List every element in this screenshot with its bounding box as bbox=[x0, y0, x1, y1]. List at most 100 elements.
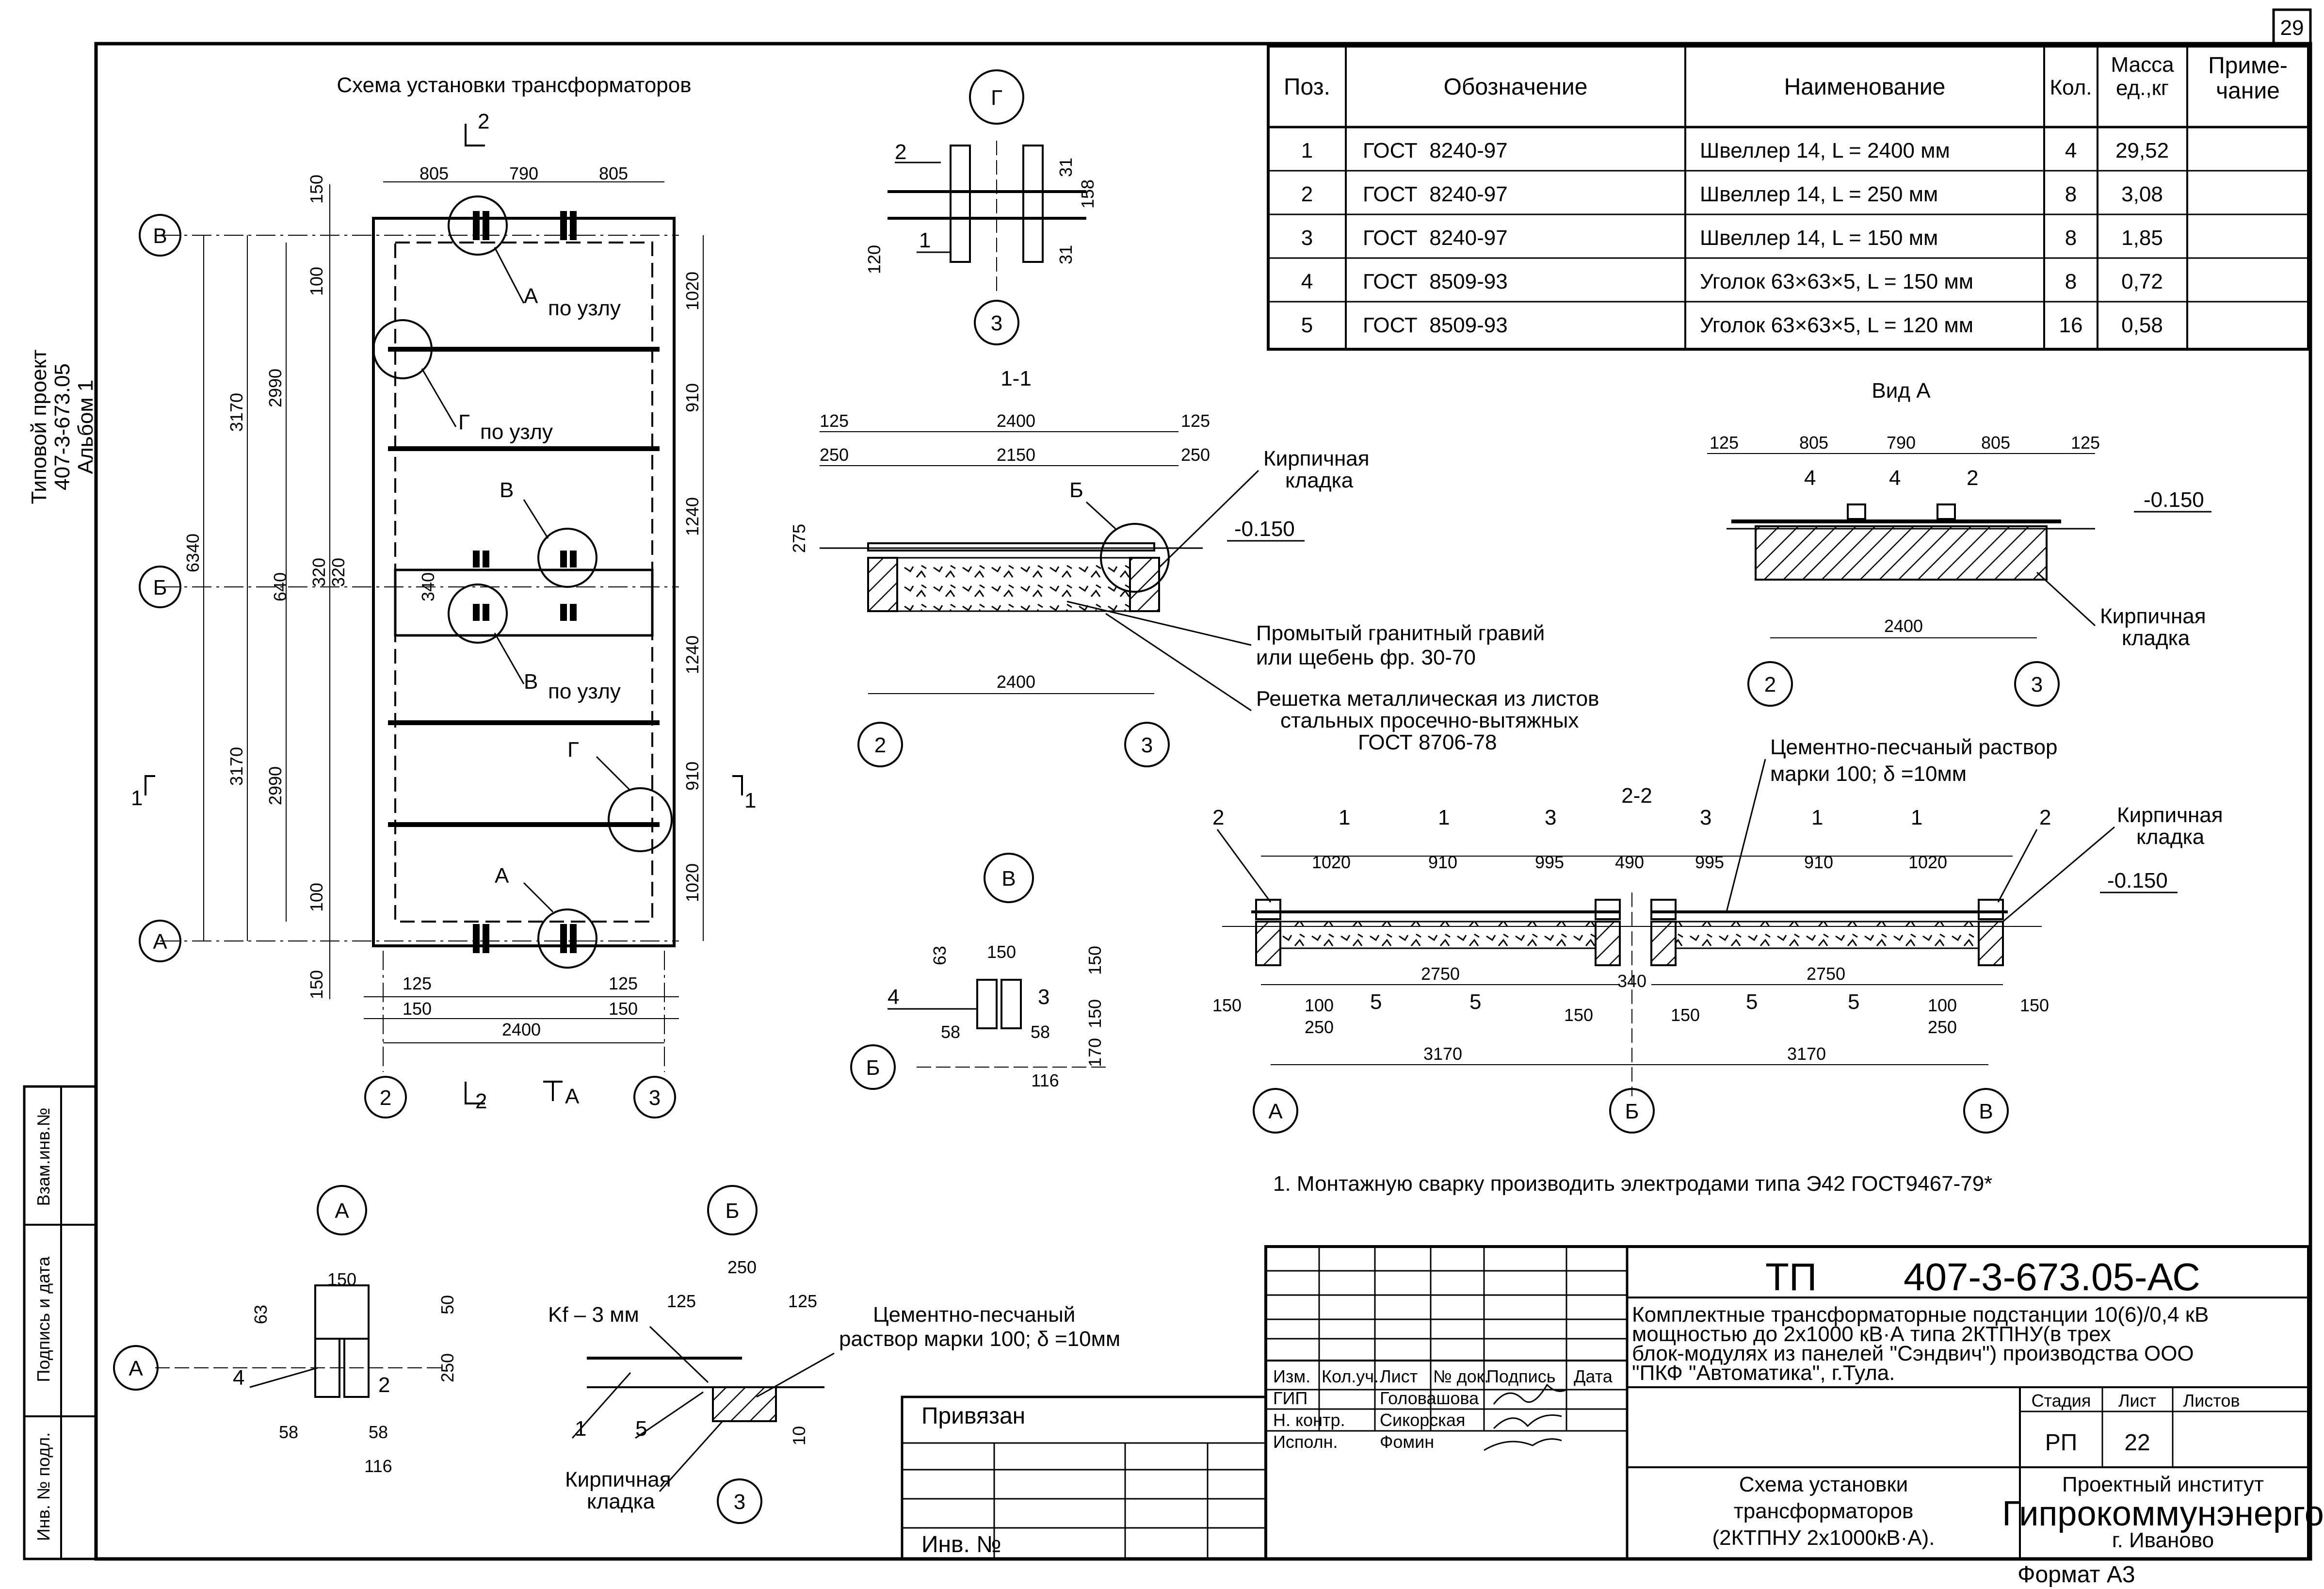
tb-stage-hdr: Стадия bbox=[2032, 1391, 2091, 1411]
spec-header-designation: Обозначение bbox=[1444, 74, 1588, 100]
tb-title-1: Схема установки bbox=[1739, 1473, 1908, 1496]
view-a-axis-3: 3 bbox=[2031, 673, 2043, 697]
spec-r5-pos: 5 bbox=[1301, 313, 1313, 337]
section-2-2: 2-2 Цементно-песчаный раствор марки 100;… bbox=[1212, 735, 2223, 1134]
plan-callout-v1: В bbox=[500, 478, 514, 502]
plan-dim-top-3: 805 bbox=[599, 163, 628, 183]
plan-callout-g1: Г bbox=[458, 410, 470, 434]
s22-top-pos-8: 2 bbox=[2039, 806, 2051, 829]
view-a-dim-790: 790 bbox=[1887, 433, 1916, 453]
view-a-pos-4-b: 4 bbox=[1889, 466, 1901, 490]
spec-header-note-wrap: Приме- чание bbox=[2208, 53, 2288, 104]
side-stamp-line-1: Типовой проект bbox=[27, 349, 51, 504]
s22-top-dim-2: 910 bbox=[1428, 852, 1457, 872]
plan-callout-v2: В bbox=[524, 670, 538, 694]
node-g-pos-1: 1 bbox=[919, 228, 931, 252]
tb-org-2: Гипрокоммунэнерго bbox=[2002, 1494, 2324, 1533]
plan-section-mark-2-top: 2 bbox=[478, 110, 489, 133]
plan-callout-v2-note: по узлу bbox=[548, 680, 621, 703]
tb-col-list: Лист bbox=[1380, 1366, 1418, 1386]
spec-header-mass: Масса ед.,кг bbox=[2111, 53, 2174, 100]
sheet-number: 29 bbox=[2280, 16, 2304, 40]
s11-dim-275: 275 bbox=[789, 524, 809, 553]
s22-top-dim-7: 1020 bbox=[1908, 852, 1947, 872]
s22-mortar-1: Цементно-песчаный раствор bbox=[1770, 735, 2057, 759]
strip-podpis: Подпись и дата bbox=[33, 1256, 53, 1382]
plan-dim-b-150-r: 150 bbox=[609, 999, 638, 1019]
spec-row-4: 4 ГОСТ 8509-93 Уголок 63×63×5, L = 150 м… bbox=[1301, 270, 2163, 293]
node-v-dim-58-l: 58 bbox=[941, 1022, 960, 1042]
tb-role-nkontr: Н. контр. bbox=[1273, 1410, 1345, 1430]
tb-desc-3: блок-модулях из панелей "Сэндвич") произ… bbox=[1632, 1342, 2194, 1365]
node-v-dim-150-r2: 150 bbox=[1085, 999, 1105, 1028]
s11-brick-2: кладка bbox=[1285, 469, 1354, 492]
spec-r1-mass: 29,52 bbox=[2115, 139, 2169, 162]
s22-top-pos-2: 1 bbox=[1339, 806, 1350, 829]
node-b-dim-10: 10 bbox=[789, 1426, 809, 1445]
node-a-pos-4: 4 bbox=[233, 1366, 244, 1390]
plan-axis-a: А bbox=[153, 930, 167, 954]
node-v-axis: Б bbox=[866, 1056, 880, 1080]
node-b-dim-250: 250 bbox=[727, 1257, 757, 1277]
s22-top-dim-4: 490 bbox=[1615, 852, 1644, 872]
spec-header-qty: Кол. bbox=[2050, 76, 2092, 99]
s22-bot-dim-150-l: 150 bbox=[1212, 995, 1242, 1015]
tb-col-sign: Подпись bbox=[1486, 1366, 1555, 1386]
spec-r4-mass: 0,72 bbox=[2121, 270, 2163, 293]
view-a-title: Вид А bbox=[1872, 379, 1931, 403]
plan-dim-r-910-top: 910 bbox=[682, 383, 702, 412]
s22-top-pos-1: 2 bbox=[1212, 806, 1224, 829]
view-a-dim-805-l: 805 bbox=[1799, 433, 1828, 453]
plan-dim-b-2400: 2400 bbox=[502, 1020, 541, 1039]
plan-dim-150-top: 150 bbox=[307, 175, 326, 204]
view-a-brick-1: Кирпичная bbox=[2100, 604, 2206, 628]
node-g-dim-31-a: 31 bbox=[1056, 158, 1076, 177]
s22-top-pos-3: 1 bbox=[1438, 806, 1450, 829]
tb-col-date: Дата bbox=[1574, 1366, 1613, 1386]
node-v: В 63 150 150 150 170 58 58 116 4 3 Б bbox=[850, 853, 1111, 1090]
s11-dim-2150: 2150 bbox=[997, 445, 1035, 465]
spec-r3-mass: 1,85 bbox=[2121, 226, 2163, 250]
spec-r4-pos: 4 bbox=[1301, 270, 1313, 293]
spec-r2-name: Швеллер 14, L = 250 мм bbox=[1700, 182, 1938, 206]
plan-dim-3170-top: 3170 bbox=[226, 393, 246, 432]
spec-r2-designation: ГОСТ 8240-97 bbox=[1363, 182, 1508, 206]
s22-axis-a: А bbox=[1268, 1100, 1283, 1123]
node-a-dim-50: 50 bbox=[437, 1295, 457, 1314]
s22-bot-pos-4: 5 bbox=[1848, 990, 1859, 1014]
tb-org-1: Проектный институт bbox=[2062, 1473, 2264, 1496]
plan-callout-a1-note: по узлу bbox=[548, 296, 621, 320]
node-v-pos-3: 3 bbox=[1038, 985, 1049, 1009]
spec-r3-qty: 8 bbox=[2065, 226, 2077, 250]
side-stamp-line-2: 407-3-673.05 bbox=[50, 363, 74, 490]
tb-col-doc: № док. bbox=[1433, 1366, 1489, 1386]
tb-name-1: Головашова bbox=[1380, 1388, 1479, 1408]
node-g-dim-31-b: 31 bbox=[1056, 245, 1076, 264]
plan-dim-2990-bottom: 2990 bbox=[265, 766, 285, 805]
s22-top-pos-5: 3 bbox=[1700, 806, 1711, 829]
s22-top-dim-3: 995 bbox=[1535, 852, 1564, 872]
s22-top-dim-6: 910 bbox=[1804, 852, 1833, 872]
s11-level: -0.150 bbox=[1234, 517, 1295, 541]
node-a-dim-58-l: 58 bbox=[279, 1422, 298, 1442]
tb-desc-1: Комплектные трансформаторные подстанции … bbox=[1632, 1303, 2209, 1327]
s11-grate-1: Решетка металлическая из листов bbox=[1256, 687, 1599, 711]
tb-sheets-hdr: Листов bbox=[2183, 1391, 2240, 1411]
node-a-pos-2: 2 bbox=[378, 1373, 390, 1397]
node-a-label: А bbox=[335, 1199, 349, 1223]
tb-title-3: (2КТПНУ 2х1000кВ·А). bbox=[1712, 1526, 1935, 1550]
tb-stage: РП bbox=[2045, 1430, 2078, 1456]
s11-dim-250-l: 250 bbox=[820, 445, 849, 465]
tb-format: Формат А3 bbox=[2017, 1562, 2135, 1588]
s22-axis-b: Б bbox=[1625, 1100, 1639, 1123]
signature-3 bbox=[1484, 1438, 1562, 1451]
node-a-dim-63: 63 bbox=[251, 1305, 271, 1324]
node-v-dim-150-r1: 150 bbox=[1085, 946, 1105, 975]
node-g-axis: 3 bbox=[991, 311, 1002, 335]
tb-name-3: Фомин bbox=[1380, 1432, 1434, 1452]
s22-bot-dim-100-r: 100 bbox=[1928, 995, 1957, 1015]
spec-r5-name: Уголок 63×63×5, L = 120 мм bbox=[1700, 313, 1973, 337]
spec-r2-pos: 2 bbox=[1301, 182, 1313, 206]
view-a-dim-125-r: 125 bbox=[2071, 433, 2100, 453]
tb-org-3: г. Иваново bbox=[2112, 1528, 2214, 1552]
